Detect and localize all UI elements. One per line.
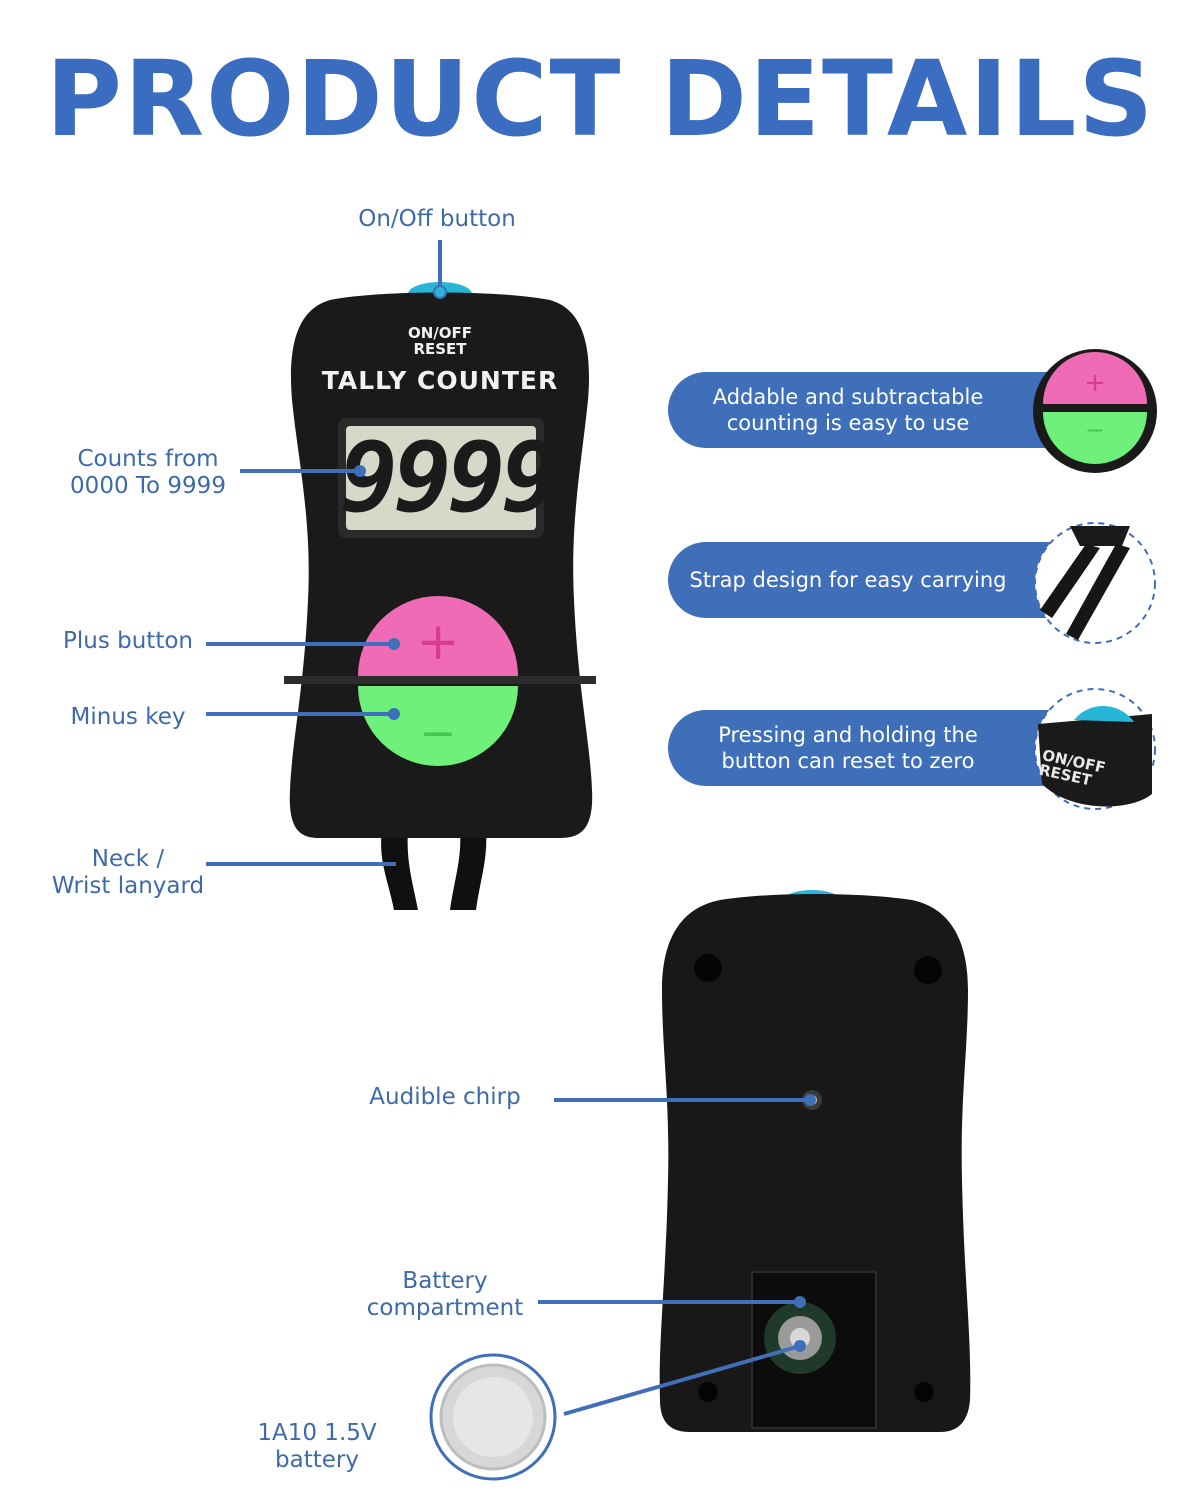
feature-1-line1: Addable and subtractable [712, 385, 984, 409]
feature-pill-strap: Strap design for easy carrying [668, 542, 1088, 618]
device-name-text: TALLY COUNTER [321, 366, 559, 395]
zoom-buttons-circle: + − [1033, 349, 1157, 473]
battery-callout-label: Battery compartment [350, 1268, 540, 1322]
svg-text:−: − [1085, 416, 1105, 444]
plus-callout-line [206, 638, 400, 650]
minus-callout-line [206, 708, 400, 720]
plus-button-shape [358, 596, 518, 676]
battery-callout-line1: Battery [402, 1268, 488, 1294]
lcd-screen [346, 426, 536, 530]
feature-pill-add-subtract: Addable and subtractable counting is eas… [668, 372, 1088, 448]
feature-3-line2: button can reset to zero [721, 749, 975, 773]
onoff-callout-label: On/Off button [358, 206, 516, 232]
battery-type-label: 1A10 1.5V battery [257, 1420, 377, 1473]
back-device-body [659, 894, 971, 1432]
counts-callout-line [240, 465, 366, 477]
minus-callout-label: Minus key [70, 704, 186, 730]
minus-symbol: − [419, 708, 457, 759]
feature-1-line2: counting is easy to use [726, 411, 970, 435]
battery-callout-line2: compartment [366, 1295, 524, 1321]
battery-callout-line [538, 1296, 806, 1308]
lanyard-cords [381, 830, 487, 910]
battery-type-callout-line [563, 1340, 806, 1416]
button-groove [284, 676, 596, 684]
zoom-reset-circle [1034, 688, 1156, 810]
svg-text:+: + [1084, 368, 1106, 398]
feature-pill-reset: Pressing and holding the button can rese… [668, 710, 1088, 786]
plus-symbol: + [416, 612, 460, 672]
lanyard-callout-line1: Neck / [91, 846, 165, 872]
counts-callout-line1: Counts from [77, 446, 219, 472]
device-reset-text: RESET [413, 340, 467, 358]
page-title: PRODUCT DETAILS [45, 38, 1156, 160]
minus-button-shape [358, 686, 518, 766]
chirp-callout-line [554, 1094, 816, 1106]
onoff-callout-line [433, 240, 447, 299]
lanyard-callout-line2: Wrist lanyard [51, 873, 205, 899]
lanyard-callout-line [206, 862, 396, 866]
lanyard-callout-label: Neck / Wrist lanyard [38, 846, 218, 900]
battery-coin-circle [429, 1353, 557, 1481]
counts-callout-line2: 0000 To 9999 [70, 473, 226, 499]
counts-callout-label: Counts from 0000 To 9999 [48, 446, 248, 500]
zoom-strap-circle [1034, 522, 1156, 644]
feature-2-line1: Strap design for easy carrying [689, 568, 1007, 592]
chirp-callout-label: Audible chirp [369, 1084, 521, 1110]
front-tally-counter-illustration [284, 282, 596, 910]
lcd-display-value: 9999 [340, 422, 559, 534]
plus-callout-label: Plus button [63, 628, 193, 654]
device-onoff-text: ON/OFF [407, 324, 473, 342]
feature-3-line1: Pressing and holding the [718, 723, 978, 747]
